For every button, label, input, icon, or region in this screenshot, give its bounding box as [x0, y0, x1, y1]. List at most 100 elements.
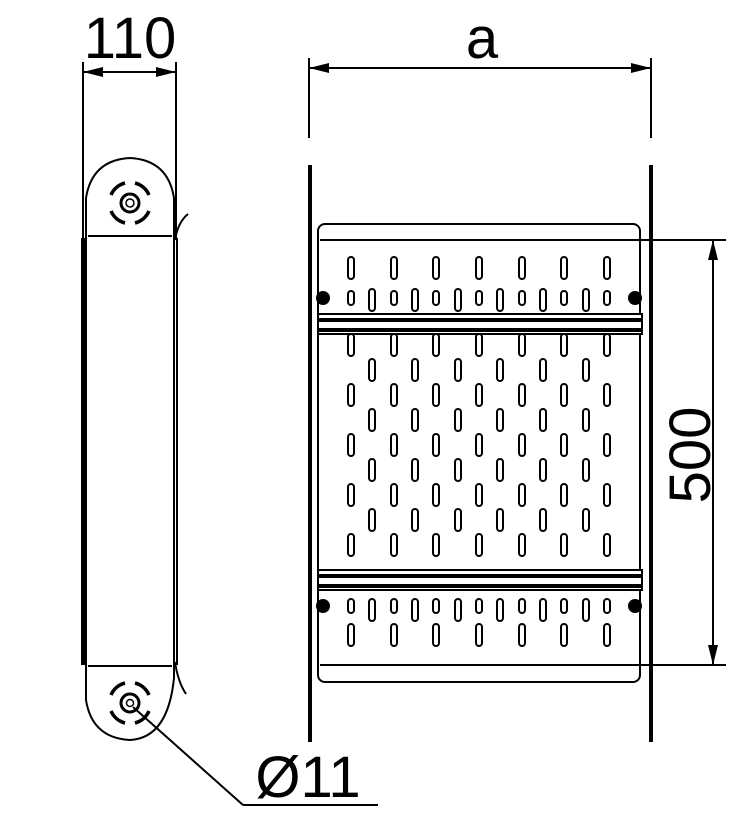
slot [454, 288, 462, 312]
slot [603, 383, 611, 407]
cross-rail-top [317, 313, 643, 335]
perforation-slots [347, 256, 611, 647]
slot [496, 358, 504, 382]
bolt-top-left [316, 291, 330, 305]
slot [368, 288, 376, 312]
slot [582, 288, 590, 312]
slot [347, 598, 355, 614]
slot [518, 333, 526, 357]
slot [496, 288, 504, 312]
slot [368, 358, 376, 382]
slot [475, 433, 483, 457]
slot [347, 483, 355, 507]
slot [560, 598, 568, 614]
label-side-width: 110 [84, 6, 176, 71]
slot [347, 433, 355, 457]
slot [582, 508, 590, 532]
slot [390, 533, 398, 557]
slot [518, 483, 526, 507]
slot [390, 483, 398, 507]
slot [432, 598, 440, 614]
label-tray-length: 500 [658, 407, 723, 504]
slot [475, 383, 483, 407]
side-view [81, 62, 378, 806]
slot [539, 288, 547, 312]
slot [390, 433, 398, 457]
slot [560, 383, 568, 407]
slot [432, 533, 440, 557]
slot [368, 598, 376, 622]
slot [454, 358, 462, 382]
slot [603, 333, 611, 357]
connector-plate [85, 156, 175, 742]
slot [496, 458, 504, 482]
slot [582, 358, 590, 382]
slot [496, 598, 504, 622]
side-edge-bottom [174, 661, 187, 695]
slot [582, 408, 590, 432]
slot [347, 383, 355, 407]
slot [560, 290, 568, 306]
side-edge-top [174, 213, 189, 241]
leader-line [132, 706, 244, 806]
bolt-bottom-left [316, 599, 330, 613]
slot [411, 598, 419, 622]
slot [539, 358, 547, 382]
slot [539, 458, 547, 482]
cross-rail-bottom [317, 569, 643, 591]
slot [347, 333, 355, 357]
slot [496, 508, 504, 532]
slot [432, 333, 440, 357]
slot [454, 508, 462, 532]
slot [603, 623, 611, 647]
bolt-top-right [628, 291, 642, 305]
label-hole-diameter: Ø11 [255, 745, 360, 810]
slot [518, 290, 526, 306]
slot [454, 458, 462, 482]
slot [603, 433, 611, 457]
slot [411, 508, 419, 532]
slot [582, 598, 590, 622]
slot [390, 623, 398, 647]
slot [368, 508, 376, 532]
slot [496, 408, 504, 432]
slot [582, 458, 590, 482]
slot [560, 533, 568, 557]
slot [475, 598, 483, 614]
slot [347, 623, 355, 647]
slot [518, 533, 526, 557]
slot [347, 533, 355, 557]
slot [518, 623, 526, 647]
bolt-bottom-right [628, 599, 642, 613]
slot [390, 256, 398, 280]
slot [560, 333, 568, 357]
slot [603, 598, 611, 614]
slot [390, 290, 398, 306]
slot [518, 433, 526, 457]
slot [518, 383, 526, 407]
slot [603, 533, 611, 557]
slot [411, 458, 419, 482]
slot [411, 358, 419, 382]
slot [432, 290, 440, 306]
slot [560, 623, 568, 647]
slot [603, 256, 611, 280]
slot [539, 408, 547, 432]
slot [432, 483, 440, 507]
slot [411, 408, 419, 432]
slot [454, 598, 462, 622]
label-front-width: a [466, 6, 499, 71]
dimension-front-width [308, 58, 652, 138]
slot [390, 383, 398, 407]
tray-outline [317, 223, 641, 683]
slot [475, 623, 483, 647]
slot [518, 256, 526, 280]
ring-slot-icon [109, 181, 151, 225]
dimension-hole-diameter [132, 706, 378, 806]
slot [603, 483, 611, 507]
slot [475, 533, 483, 557]
slot [560, 483, 568, 507]
slot [475, 290, 483, 306]
slot [539, 598, 547, 622]
